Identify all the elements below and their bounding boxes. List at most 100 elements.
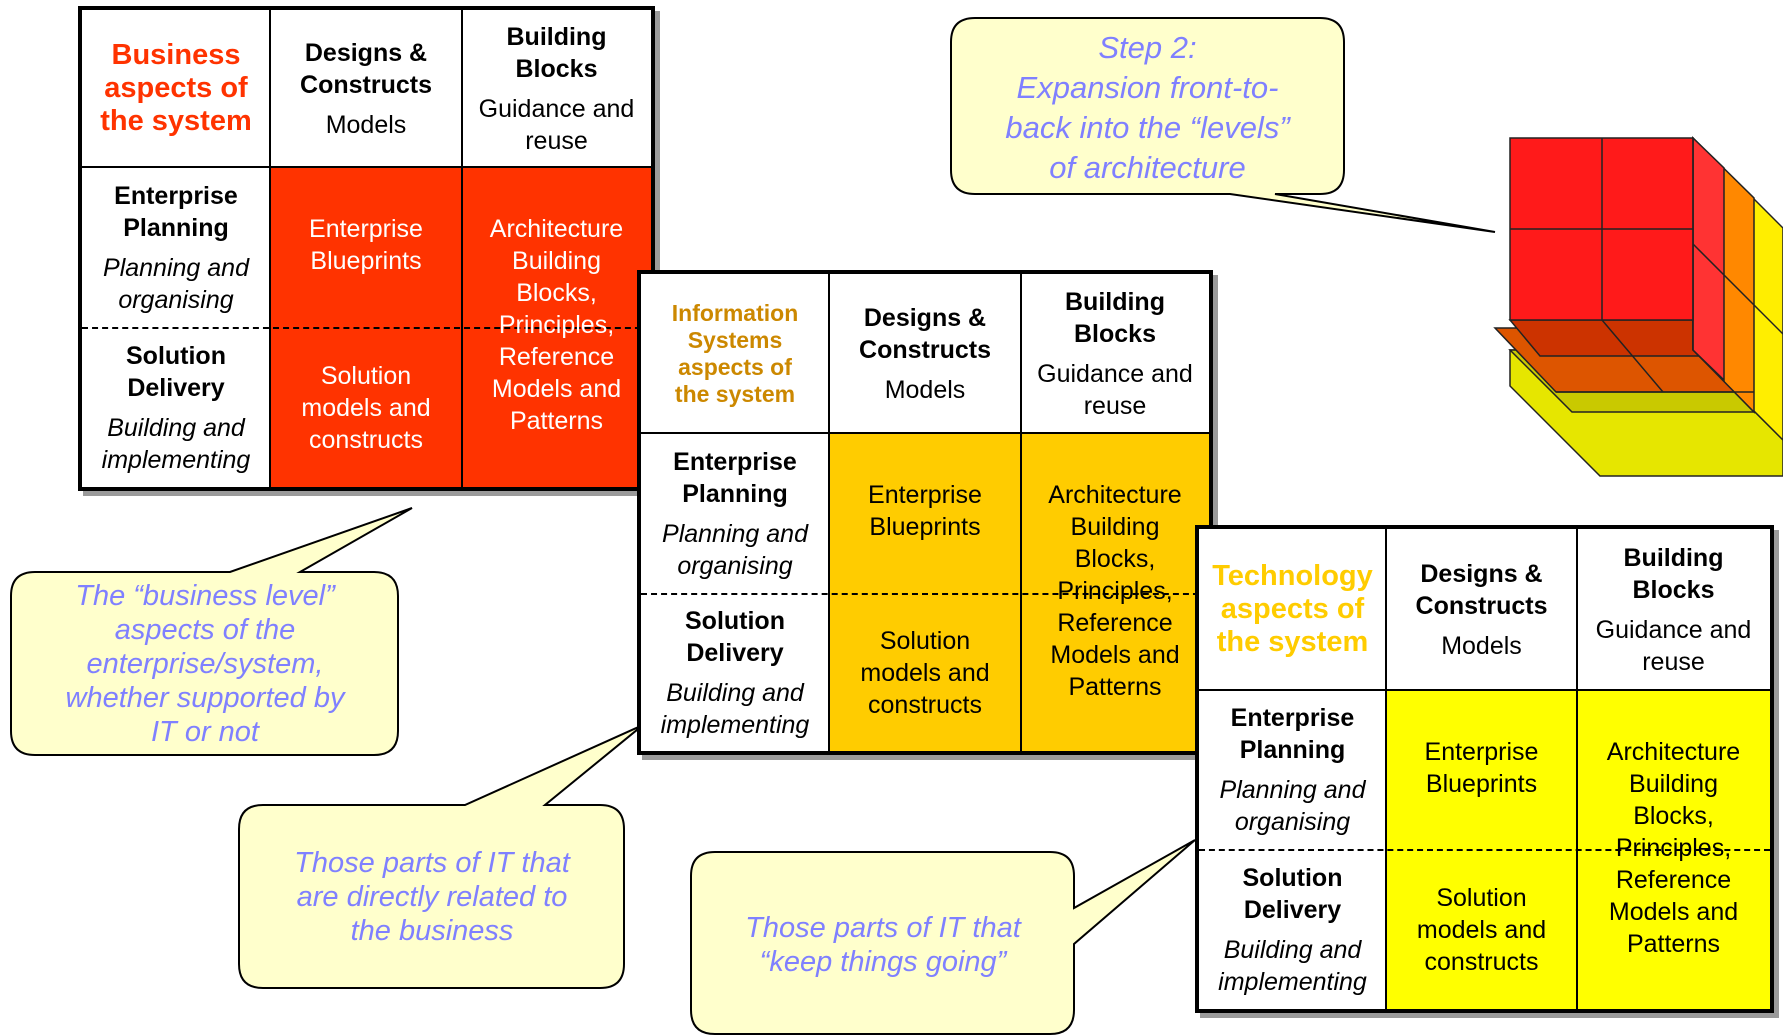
cell-line: Principles, — [1615, 834, 1732, 862]
row-header-subtitle: Building and — [666, 678, 804, 707]
row-header-subtitle: implementing — [1218, 967, 1367, 996]
cell-line: Enterprise — [1424, 738, 1539, 766]
column-header-title: Constructs — [859, 335, 991, 364]
column-header-title: Designs & — [304, 38, 428, 67]
grid-line — [1199, 689, 1770, 691]
cell-line: models and — [860, 658, 990, 687]
cell-line: Blocks, — [1633, 802, 1714, 830]
business-callout-line: aspects of the — [114, 614, 296, 646]
cell-line: Solution — [320, 361, 412, 390]
cell-line: Blueprints — [310, 247, 422, 275]
column-header-subtitle: reuse — [1642, 647, 1705, 676]
matrix-title-line: the system — [1216, 626, 1369, 658]
row-header-subtitle: Building and — [107, 413, 245, 442]
business-callout-text: The “business level” aspects of the ente… — [14, 578, 396, 750]
architecture-cube-icon — [1493, 136, 1783, 477]
column-header-subtitle: Guidance and — [1595, 615, 1752, 644]
grid-line — [641, 432, 1209, 434]
grid-line — [269, 10, 271, 487]
step2-line: back into the “levels” — [1005, 110, 1290, 145]
matrix-title-line: the system — [100, 105, 252, 137]
column-header-subtitle: Models — [1441, 631, 1522, 660]
row-header-subtitle: Planning and — [103, 253, 249, 282]
tech-callout — [690, 839, 1196, 1035]
cell-line: Building — [1629, 770, 1718, 798]
row-header-title: Planning — [123, 213, 229, 242]
business-callout-line: whether supported by — [65, 682, 345, 714]
cell-line: Models and — [491, 375, 622, 403]
tech-callout-text: Those parts of IT that “keep things goin… — [694, 860, 1072, 1030]
business-callout-line: enterprise/system, — [86, 648, 324, 680]
matrix-title-line: Business — [111, 39, 241, 71]
row-header-subtitle: implementing — [660, 710, 810, 739]
row-header-subtitle: organising — [1234, 808, 1351, 836]
column-header-subtitle: reuse — [1083, 391, 1147, 420]
column-header-subtitle: Models — [884, 375, 966, 404]
row-header-title: Planning — [682, 479, 788, 508]
matrix-title-line: Information — [671, 299, 799, 326]
row-header-title: Enterprise — [673, 447, 797, 476]
cell-line: Models and — [1050, 641, 1180, 669]
cell-line: Blueprints — [1425, 770, 1538, 798]
row-header-title: Solution — [1242, 863, 1343, 892]
cell-line: Patterns — [1626, 930, 1721, 958]
step2-callout-text: Step 2: Expansion front-to- back into th… — [955, 28, 1340, 188]
step2-line: Expansion front-to- — [1016, 70, 1279, 105]
row-header-title: Solution — [685, 606, 785, 635]
grid-line — [82, 166, 651, 168]
row-header-subtitle: Planning and — [1219, 776, 1366, 804]
cell-line: Reference — [498, 343, 615, 371]
row-header-title: Enterprise — [1230, 704, 1355, 732]
cell-line: Reference — [1057, 609, 1173, 637]
cell-line: Building — [1070, 513, 1160, 541]
cell-line: Architecture — [1606, 738, 1741, 766]
info-callout-line: are directly related to — [296, 881, 568, 913]
column-header-subtitle: reuse — [525, 126, 588, 155]
row-header-subtitle: implementing — [101, 445, 251, 474]
business-callout-line: The “business level” — [75, 580, 335, 612]
row-header-title: Delivery — [1243, 895, 1342, 924]
cell-line: Building — [512, 247, 601, 275]
grid-line — [1385, 529, 1387, 1009]
row-header-title: Solution — [126, 341, 226, 370]
column-header-title: Building — [1065, 287, 1165, 316]
column-header-title: Blocks — [515, 54, 598, 83]
column-header-title: Designs & — [863, 303, 987, 332]
info-callout-text: Those parts of IT that are directly rela… — [242, 810, 622, 984]
cell-line: Patterns — [1068, 673, 1162, 701]
matrix-title-line: aspects of — [104, 72, 248, 104]
matrix-title-line: aspects of — [678, 353, 792, 380]
column-header-title: Constructs — [300, 70, 432, 99]
step2-line: of architecture — [1049, 150, 1246, 185]
column-header-title: Building — [1623, 543, 1724, 572]
cell-line: Solution — [879, 626, 971, 655]
tech-callout-line: “keep things going” — [759, 946, 1007, 978]
cell-line: Architecture — [489, 215, 624, 243]
column-header-title: Blocks — [1074, 319, 1156, 348]
step2-callout — [950, 17, 1496, 233]
business-callout — [10, 507, 413, 756]
cell-line: Solution — [1436, 883, 1527, 912]
grid-line-dashed — [1199, 849, 1770, 851]
grid-line-dashed — [641, 593, 1209, 595]
